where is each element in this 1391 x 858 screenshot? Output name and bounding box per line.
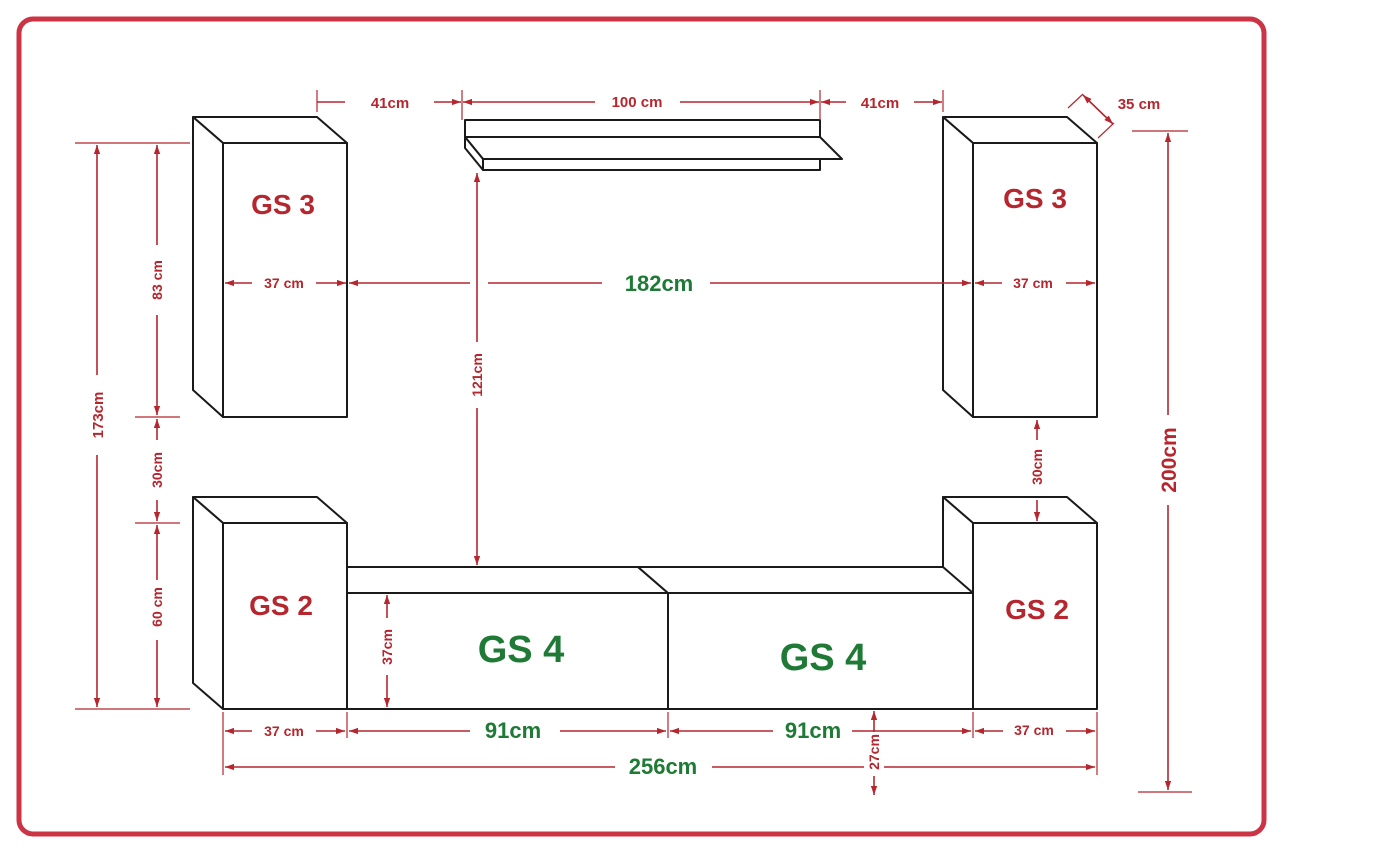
dim-bottom-left-width: 37 cm	[264, 723, 304, 739]
top-right-wall-cabinet	[942, 116, 1098, 418]
tv-unit-left	[346, 566, 669, 710]
top-left-wall-cabinet	[192, 116, 348, 418]
dim-shelf-to-tv: 121cm	[469, 173, 485, 565]
dim-bottom-widths: 37 cm 91cm 91cm 37 cm	[222, 712, 1098, 775]
dim-left-side: 173cm 83 cm 30cm 60 cm	[75, 142, 190, 710]
dim-total-width: 256cm	[225, 754, 1095, 779]
dim-shelf-gap-right: 41cm	[861, 95, 899, 112]
dim-bottom-right-width: 37 cm	[1014, 722, 1054, 738]
dim-depth: 35 cm	[1067, 93, 1161, 139]
dim-gap-height-right: 30cm	[1029, 449, 1045, 485]
dim-depth-label: 35 cm	[1118, 96, 1161, 113]
dim-upper-span: 37 cm 182cm 37 cm	[225, 271, 1095, 296]
dim-tv-left-width: 91cm	[485, 718, 541, 743]
dim-shelf-to-tv-label: 121cm	[469, 353, 485, 397]
dim-shelf-gap-left: 41cm	[371, 95, 409, 112]
dim-tv-height-label: 37cm	[379, 629, 395, 665]
dim-upper-span-label: 182cm	[625, 271, 694, 296]
dim-lower-height: 60 cm	[149, 587, 165, 627]
diagram-frame	[16, 16, 1267, 837]
label-bottom-right-unit: GS 2	[1005, 594, 1069, 625]
dim-total-height: 200cm	[1132, 130, 1192, 793]
dim-shelf-width: 100 cm	[612, 94, 663, 111]
bottom-left-cabinet	[192, 496, 348, 710]
label-tv-left-unit: GS 4	[478, 629, 565, 671]
dim-left-total-height: 173cm	[90, 392, 107, 439]
tv-unit-right	[637, 566, 974, 710]
label-top-right-unit: GS 3	[1003, 183, 1067, 214]
dim-top-row: 41cm 100 cm 41cm	[316, 90, 944, 120]
dim-floor-gap-label: 27cm	[866, 734, 882, 770]
dim-total-height-label: 200cm	[1158, 427, 1181, 492]
label-tv-right-unit: GS 4	[780, 637, 867, 679]
label-bottom-left-unit: GS 2	[249, 590, 313, 621]
floating-shelf	[464, 119, 843, 171]
dim-upper-height: 83 cm	[149, 260, 165, 300]
dim-floor-gap: 27cm	[864, 711, 884, 795]
dim-top-right-width: 37 cm	[1013, 275, 1053, 291]
dim-top-left-width: 37 cm	[264, 275, 304, 291]
dim-tv-right-width: 91cm	[785, 718, 841, 743]
dim-tv-height: 37cm	[379, 595, 395, 707]
dim-total-width-label: 256cm	[629, 754, 698, 779]
dim-right-gap: 30cm	[1029, 420, 1045, 521]
label-top-left-unit: GS 3	[251, 189, 315, 220]
dim-gap-height-left: 30cm	[149, 452, 165, 488]
